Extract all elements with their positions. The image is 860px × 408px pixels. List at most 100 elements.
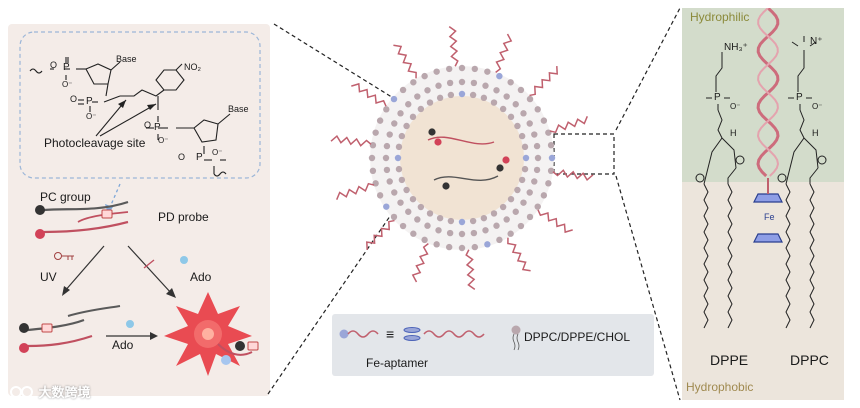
lipid-head <box>421 72 428 80</box>
lipid-head <box>458 90 466 98</box>
lipid-head <box>414 216 421 223</box>
hydrophobic-label: Hydrophobic <box>686 380 754 394</box>
lipid-head <box>372 129 379 136</box>
aptamer-strand <box>537 209 573 234</box>
lipid-head <box>383 106 390 113</box>
lipid-head <box>458 244 466 252</box>
lipid-head <box>390 213 398 221</box>
lipid-head <box>470 79 478 87</box>
lipid-head <box>368 154 376 162</box>
lipid-head <box>426 99 434 106</box>
struct-p-2: P <box>86 96 93 107</box>
lipid-head <box>514 122 521 130</box>
struct-ominus-4: O⁻ <box>212 148 223 157</box>
lipid-head <box>496 236 503 244</box>
lipid-head <box>436 94 444 102</box>
fe-label: Fe <box>764 212 775 222</box>
struct-ominus-1: O⁻ <box>62 80 73 89</box>
lipid-head <box>447 91 455 99</box>
lipid-head <box>482 227 489 234</box>
watermark-logo-icon <box>10 385 33 398</box>
mechanism-panel <box>8 24 270 396</box>
dppc-label: DPPC <box>790 352 829 368</box>
structure-dashed-box <box>19 31 261 179</box>
lipid-head <box>507 113 515 121</box>
lipid-head <box>398 176 406 184</box>
lipid-head <box>507 79 514 86</box>
lipid-head <box>397 199 404 206</box>
lipid-head <box>414 93 421 100</box>
pd-probe-label: PD probe <box>158 210 209 224</box>
lipid-head <box>395 165 403 173</box>
lipid-head <box>446 79 454 87</box>
lipid-head <box>499 105 507 113</box>
lipid-head <box>447 217 455 225</box>
lipid-head <box>514 186 521 194</box>
watermark: 大数跨境 <box>10 382 90 402</box>
lipid-head <box>410 79 417 86</box>
lipid-head <box>409 195 417 203</box>
lipid-head <box>445 65 453 73</box>
lipid-head <box>376 192 384 199</box>
hydrophilic-label: Hydrophilic <box>690 10 750 24</box>
lipid-head <box>458 78 466 86</box>
aptamer-strand <box>495 33 513 73</box>
lipid-head <box>512 101 519 108</box>
struct-ominus-2: O⁻ <box>86 112 97 121</box>
lipid-head <box>403 186 410 194</box>
lipid-head <box>520 110 527 117</box>
ado-label-top: Ado <box>190 270 212 284</box>
liposome-vesicle <box>330 25 594 291</box>
phosphorus-right: P <box>796 92 803 103</box>
lipid-head <box>435 227 442 234</box>
lipid-head <box>391 120 398 127</box>
lipid-composition-label: DPPC/DPPE/CHOL <box>524 330 631 344</box>
lipid-head <box>421 236 428 244</box>
lipid-head <box>376 117 384 124</box>
lipid-head <box>469 91 477 99</box>
lipid-head <box>470 229 478 237</box>
lipid-head <box>548 154 556 162</box>
lipid-head <box>386 178 393 185</box>
struct-o-2: O <box>70 94 78 104</box>
lipid-head <box>410 230 417 237</box>
lipid-head <box>534 154 542 162</box>
aptamer-strand <box>366 219 395 250</box>
lipid-head <box>480 94 488 102</box>
equivalence-symbol: ≡ <box>386 326 395 342</box>
lipid-head <box>458 218 466 226</box>
ominus-left: O⁻ <box>730 102 741 111</box>
aptamer-strand <box>411 243 429 283</box>
lipid-head <box>503 93 510 100</box>
lipid-head <box>517 86 525 94</box>
lipid-head <box>403 122 410 130</box>
lipid-head <box>426 210 434 217</box>
lipid-head <box>386 131 393 138</box>
lipid-head <box>534 106 541 113</box>
lipid-head <box>390 95 398 103</box>
lipid-head <box>518 176 526 184</box>
lipid-head <box>405 208 412 215</box>
lipid-head <box>436 214 444 222</box>
probe-strand <box>433 175 499 181</box>
aqueous-core <box>400 96 524 220</box>
probe-fluorophore <box>434 138 442 146</box>
aptamer-strand <box>552 169 594 182</box>
aptamer-strand <box>336 182 375 200</box>
lipid-head <box>435 82 442 89</box>
struct-base-2: Base <box>228 104 249 114</box>
lipid-head <box>521 143 529 151</box>
probe-fluorophore <box>428 128 436 136</box>
lipid-head <box>531 178 538 185</box>
lipid-head <box>394 154 402 162</box>
n-plus-label: N⁺ <box>810 36 823 47</box>
lipid-head <box>383 203 390 210</box>
lipid-head <box>547 141 555 149</box>
h-right: H <box>812 128 819 138</box>
watermark-text: 大数跨境 <box>38 385 91 400</box>
aptamer-strand <box>529 66 558 97</box>
struct-p-3: P <box>154 122 161 133</box>
lipid-head <box>445 243 453 251</box>
lipid-head <box>469 217 477 225</box>
lipid-head <box>484 241 491 248</box>
